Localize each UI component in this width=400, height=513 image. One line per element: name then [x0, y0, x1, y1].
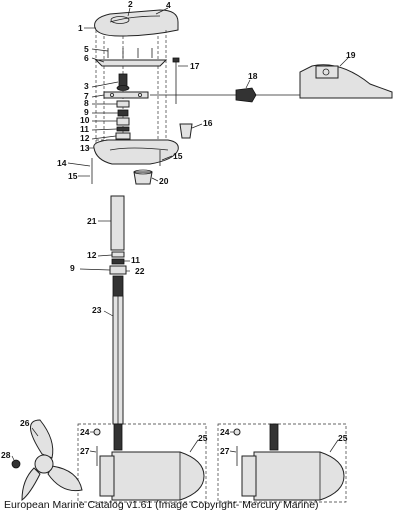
- head-alignment-lines: [95, 30, 167, 150]
- steering-housing-13: [93, 139, 179, 165]
- steering-cable-17: [172, 57, 180, 104]
- callout-16: 16: [203, 118, 213, 128]
- callout-22: 22: [135, 266, 145, 276]
- callout-10: 10: [80, 115, 90, 125]
- lower-unit-box-right: [217, 423, 347, 503]
- callout-21: 21: [87, 216, 97, 226]
- callout-12b: 12: [87, 250, 97, 260]
- callout-17: 17: [190, 61, 200, 71]
- upper-bushing-stack: [115, 100, 131, 140]
- connector-18: [235, 87, 257, 103]
- propeller-26: [21, 419, 83, 502]
- callout-4: 4: [166, 0, 171, 10]
- callout-27a: 27: [80, 446, 90, 456]
- callout-5: 5: [84, 44, 89, 54]
- callout-12a: 12: [80, 133, 90, 143]
- callout-2: 2: [128, 0, 133, 9]
- callout-27b: 27: [220, 446, 230, 456]
- callout-3: 3: [84, 81, 89, 91]
- callout-14: 14: [57, 158, 67, 168]
- nut-24-left: [93, 428, 101, 436]
- nut-24-right: [233, 428, 241, 436]
- callout-7: 7: [84, 91, 89, 101]
- callout-9b: 9: [70, 263, 75, 273]
- callout-24a: 24: [80, 427, 90, 437]
- callout-11b: 11: [131, 255, 140, 265]
- switch-3: [116, 73, 130, 91]
- callout-25a: 25: [198, 433, 208, 443]
- callout-leaders: [11, 7, 349, 461]
- callout-25b: 25: [338, 433, 348, 443]
- callout-26: 26: [20, 418, 30, 428]
- top-cover: [94, 9, 179, 37]
- foot-pedal-19: [299, 64, 393, 99]
- lower-unit-box-left: [77, 423, 207, 503]
- bracket-7: [103, 91, 149, 99]
- lower-bushing-stack: [109, 251, 127, 275]
- callout-19: 19: [346, 50, 356, 60]
- callout-24b: 24: [220, 427, 230, 437]
- motor-25-left: [99, 423, 205, 501]
- shaft-23: [112, 275, 124, 425]
- screws-14-15: [91, 150, 161, 184]
- clip-16: [179, 123, 193, 139]
- callout-9a: 9: [84, 107, 89, 117]
- catalog-caption: European Marine Catalog v1.61 (Image Cop…: [4, 499, 319, 511]
- screws-5: [107, 48, 153, 58]
- callout-11a: 11: [80, 124, 89, 134]
- prop-nut-28: [11, 459, 21, 469]
- callout-15a: 15: [68, 171, 78, 181]
- callout-28: 28: [1, 450, 11, 460]
- callout-20: 20: [159, 176, 169, 186]
- callout-18: 18: [248, 71, 258, 81]
- mounting-plate-6: [94, 59, 168, 67]
- motor-25-right: [241, 423, 345, 501]
- callout-1: 1: [78, 23, 83, 33]
- callout-15b: 15: [173, 151, 183, 161]
- tube-21: [110, 195, 125, 251]
- callout-8: 8: [84, 98, 89, 108]
- callout-23: 23: [92, 305, 102, 315]
- collar-20: [133, 169, 153, 185]
- callout-13: 13: [80, 143, 90, 153]
- callout-6: 6: [84, 53, 89, 63]
